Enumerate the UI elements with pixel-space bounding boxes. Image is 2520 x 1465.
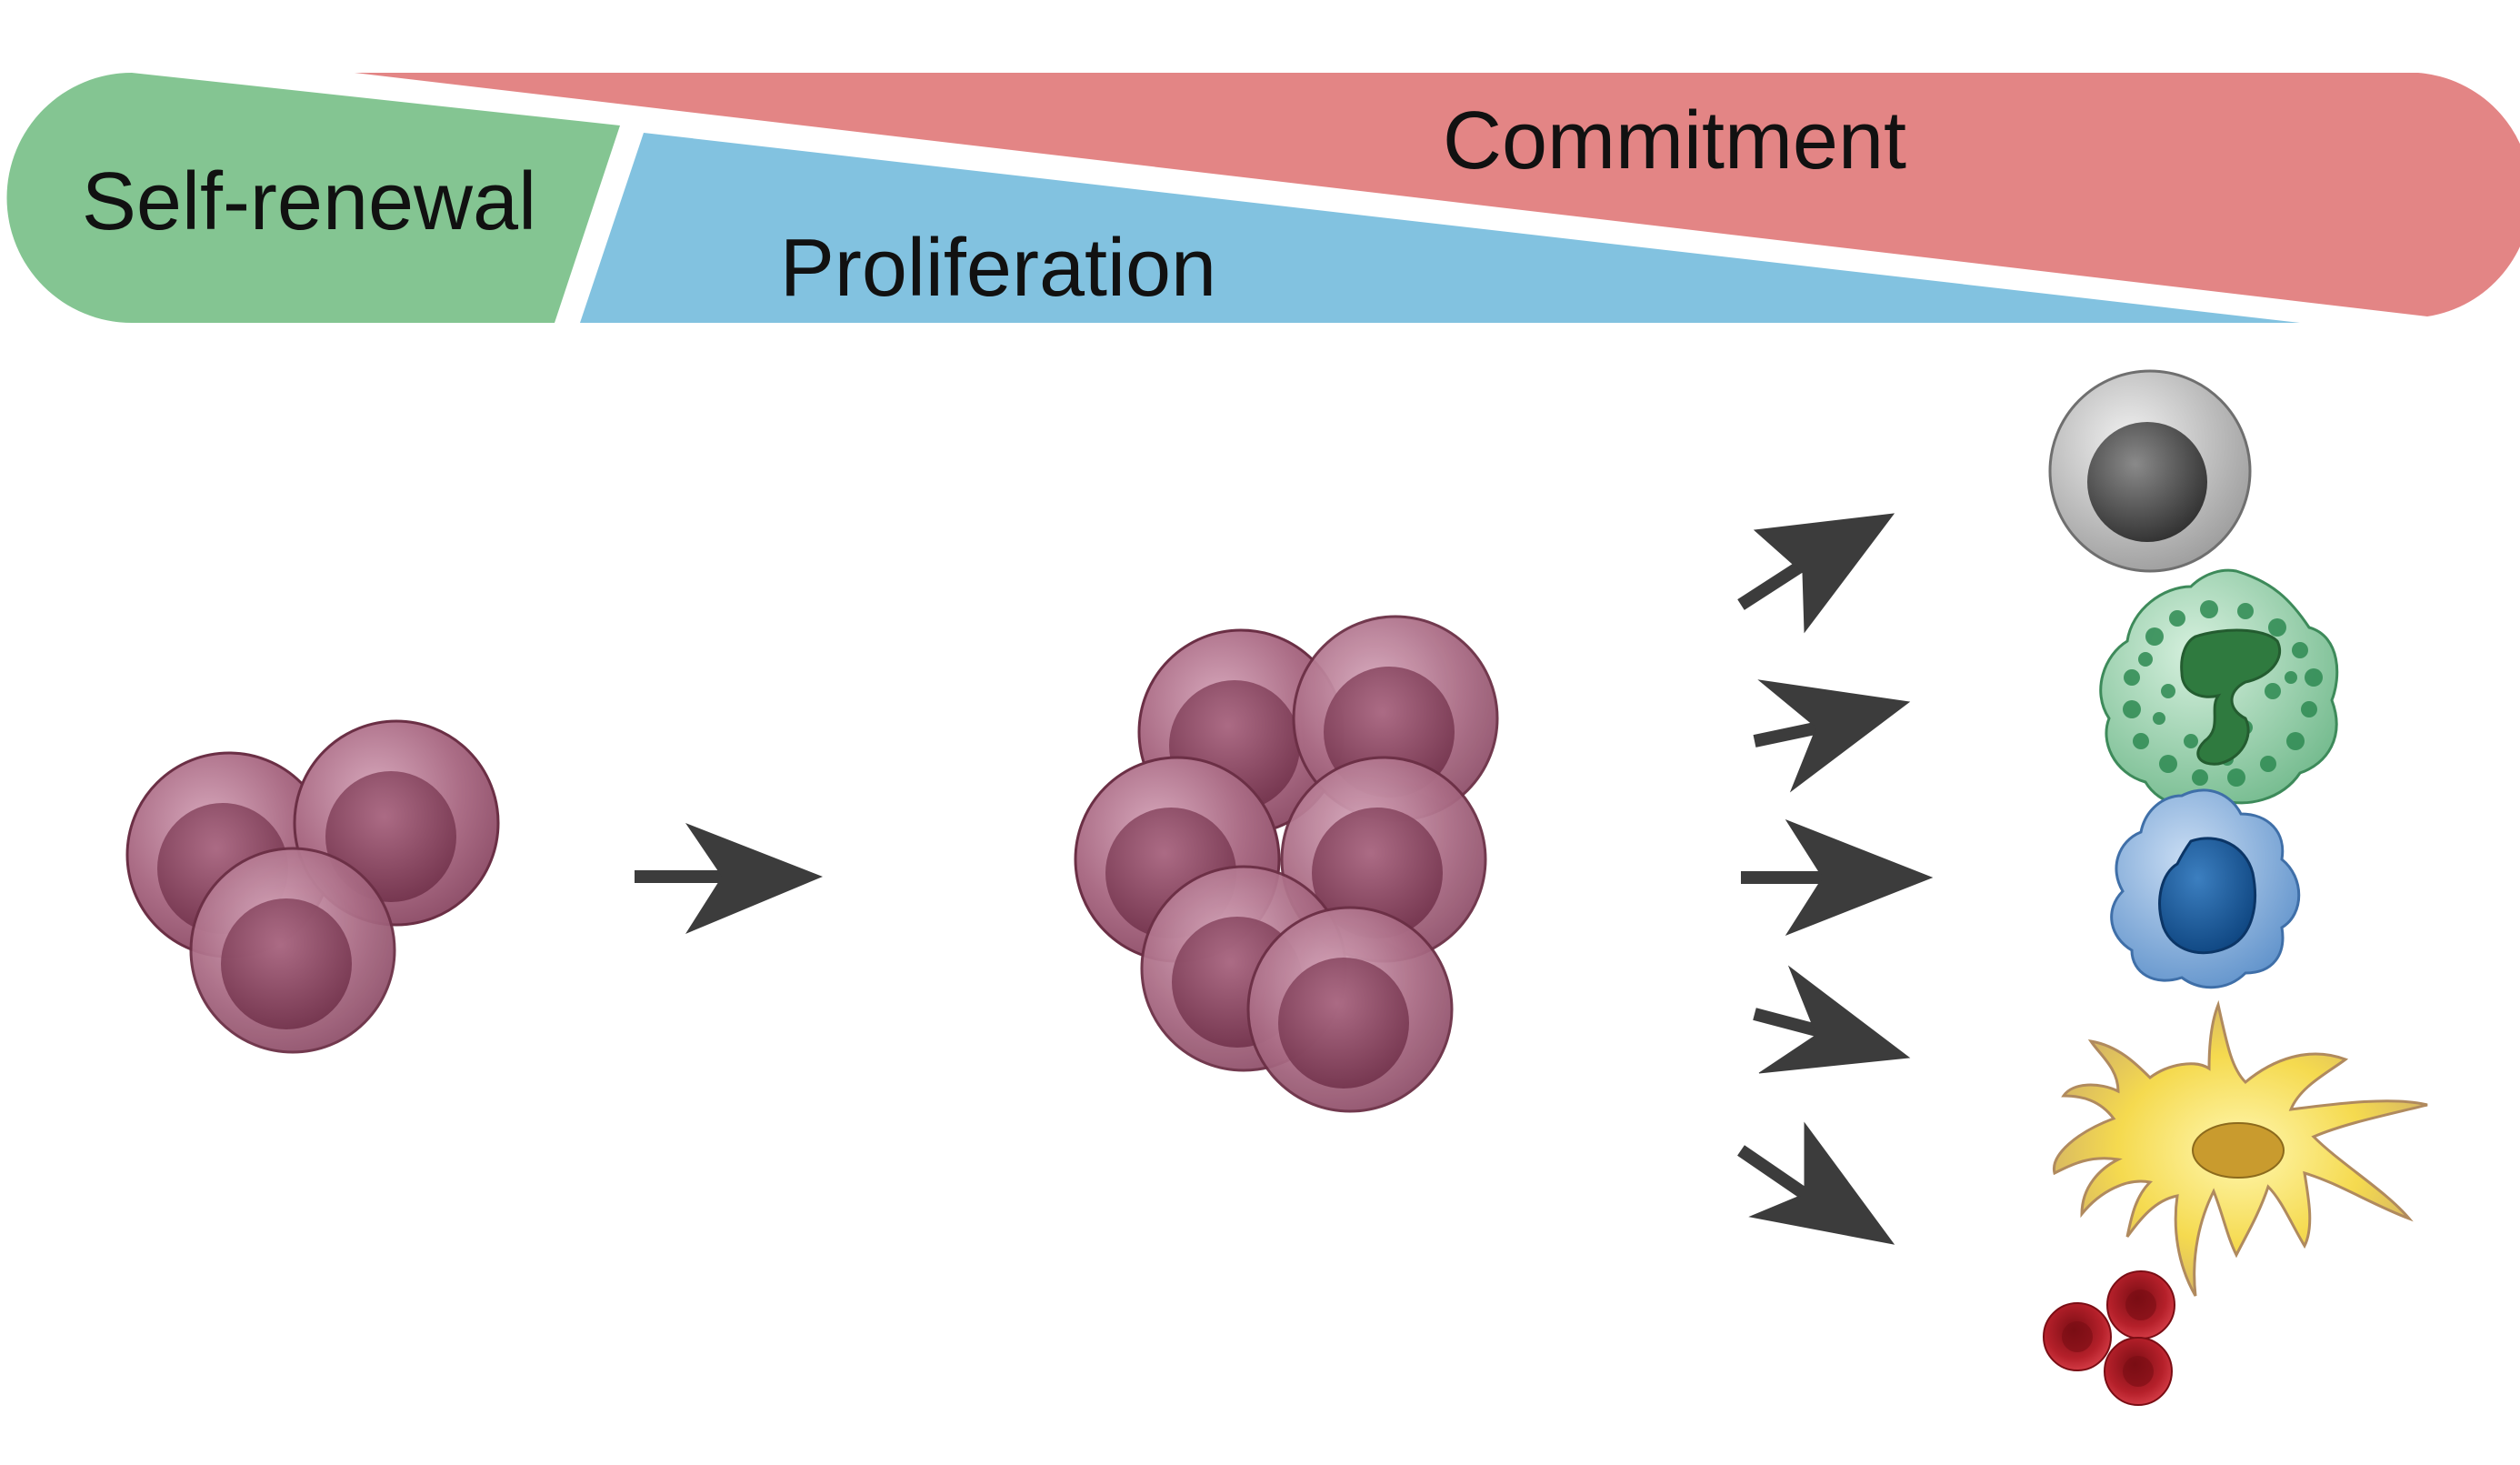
monocyte-nucleus: [2158, 837, 2256, 955]
lymphocyte: [2048, 369, 2252, 573]
red-blood-cell: [2104, 1337, 2173, 1406]
arrow-right: [1741, 818, 1934, 937]
commitment-band: [355, 73, 2520, 316]
stem-cell-cluster: [125, 719, 500, 1054]
red-blood-cell: [2043, 1302, 2112, 1371]
arrow-slight-up-right: [1753, 679, 1911, 793]
arrow-right: [635, 823, 823, 934]
dendritic-cell-nucleus: [2192, 1122, 2285, 1179]
proliferation-band: [580, 133, 2300, 323]
stem-cell: [189, 847, 396, 1054]
proliferation-label: Proliferation: [780, 223, 1216, 314]
granulocyte: [2099, 568, 2339, 808]
arrow-up-right: [1737, 513, 1895, 634]
arrow-down-right: [1737, 1121, 1895, 1245]
red-blood-cell: [2106, 1270, 2175, 1340]
monocyte: [2110, 788, 2301, 989]
differentiation-arrows: [1737, 513, 1934, 1245]
process-bands: Self-renewal Proliferation Commitment: [6, 72, 2520, 323]
self-renewal-label: Self-renewal: [82, 156, 536, 247]
granulocyte-nucleus: [2180, 628, 2281, 766]
arrow-slight-down-right: [1753, 965, 1911, 1074]
erythrocytes: [2043, 1270, 2175, 1406]
progenitor-cluster: [1074, 615, 1499, 1113]
dendritic-cell: [2052, 999, 2428, 1297]
commitment-label: Commitment: [1443, 95, 1906, 186]
self-renewal-band: [6, 72, 620, 323]
progenitor-cell: [1246, 906, 1454, 1113]
